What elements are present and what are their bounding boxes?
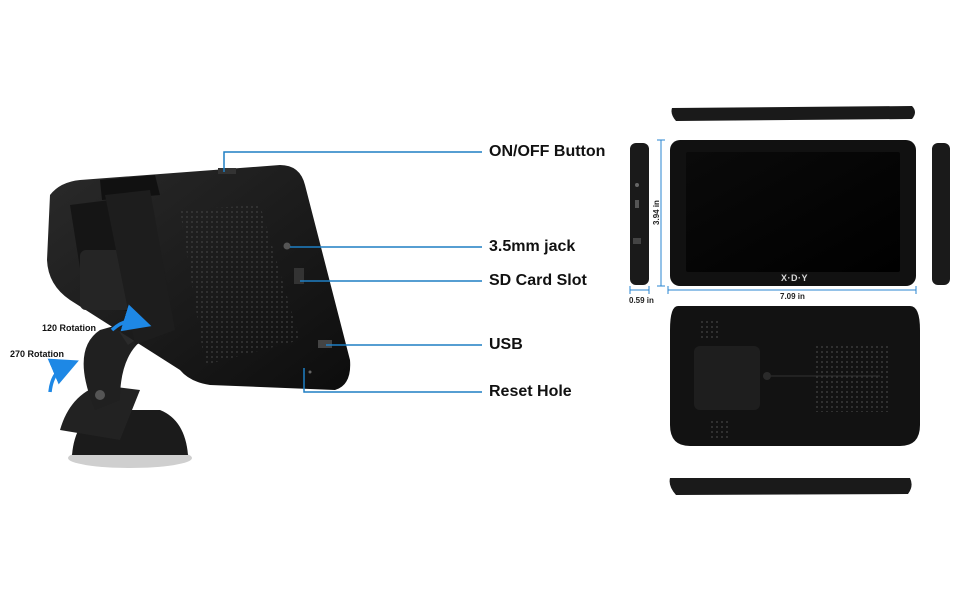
suction-mount xyxy=(60,318,192,468)
label-reset-hole: Reset Hole xyxy=(489,383,572,400)
callout-lines xyxy=(223,151,482,393)
label-rotation-270: 270 Rotation xyxy=(10,349,65,359)
device-front-view xyxy=(633,140,916,286)
device-left-side-view xyxy=(630,143,649,285)
dimension-lines xyxy=(629,139,917,294)
device-bottom-view xyxy=(669,478,912,495)
label-sd-card-slot: SD Card Slot xyxy=(489,272,587,289)
label-audio-jack: 3.5mm jack xyxy=(489,238,576,255)
rotation-270-arrow xyxy=(47,358,79,393)
label-usb: USB xyxy=(489,336,523,353)
device-top-view xyxy=(671,106,915,121)
rotation-120-arrow xyxy=(110,304,152,332)
label-dimension-width: 7.09 in xyxy=(780,292,805,301)
device-right-side-view xyxy=(932,143,950,285)
brand-logo: X·D·Y xyxy=(781,273,808,283)
label-dimension-depth: 0.59 in xyxy=(629,296,654,305)
label-dimension-height: 3.94 in xyxy=(651,200,661,225)
device-back-view xyxy=(670,306,920,446)
label-rotation-120: 120 Rotation xyxy=(42,323,97,333)
label-on-off-button: ON/OFF Button xyxy=(489,143,606,160)
device-back-angled xyxy=(47,165,351,390)
